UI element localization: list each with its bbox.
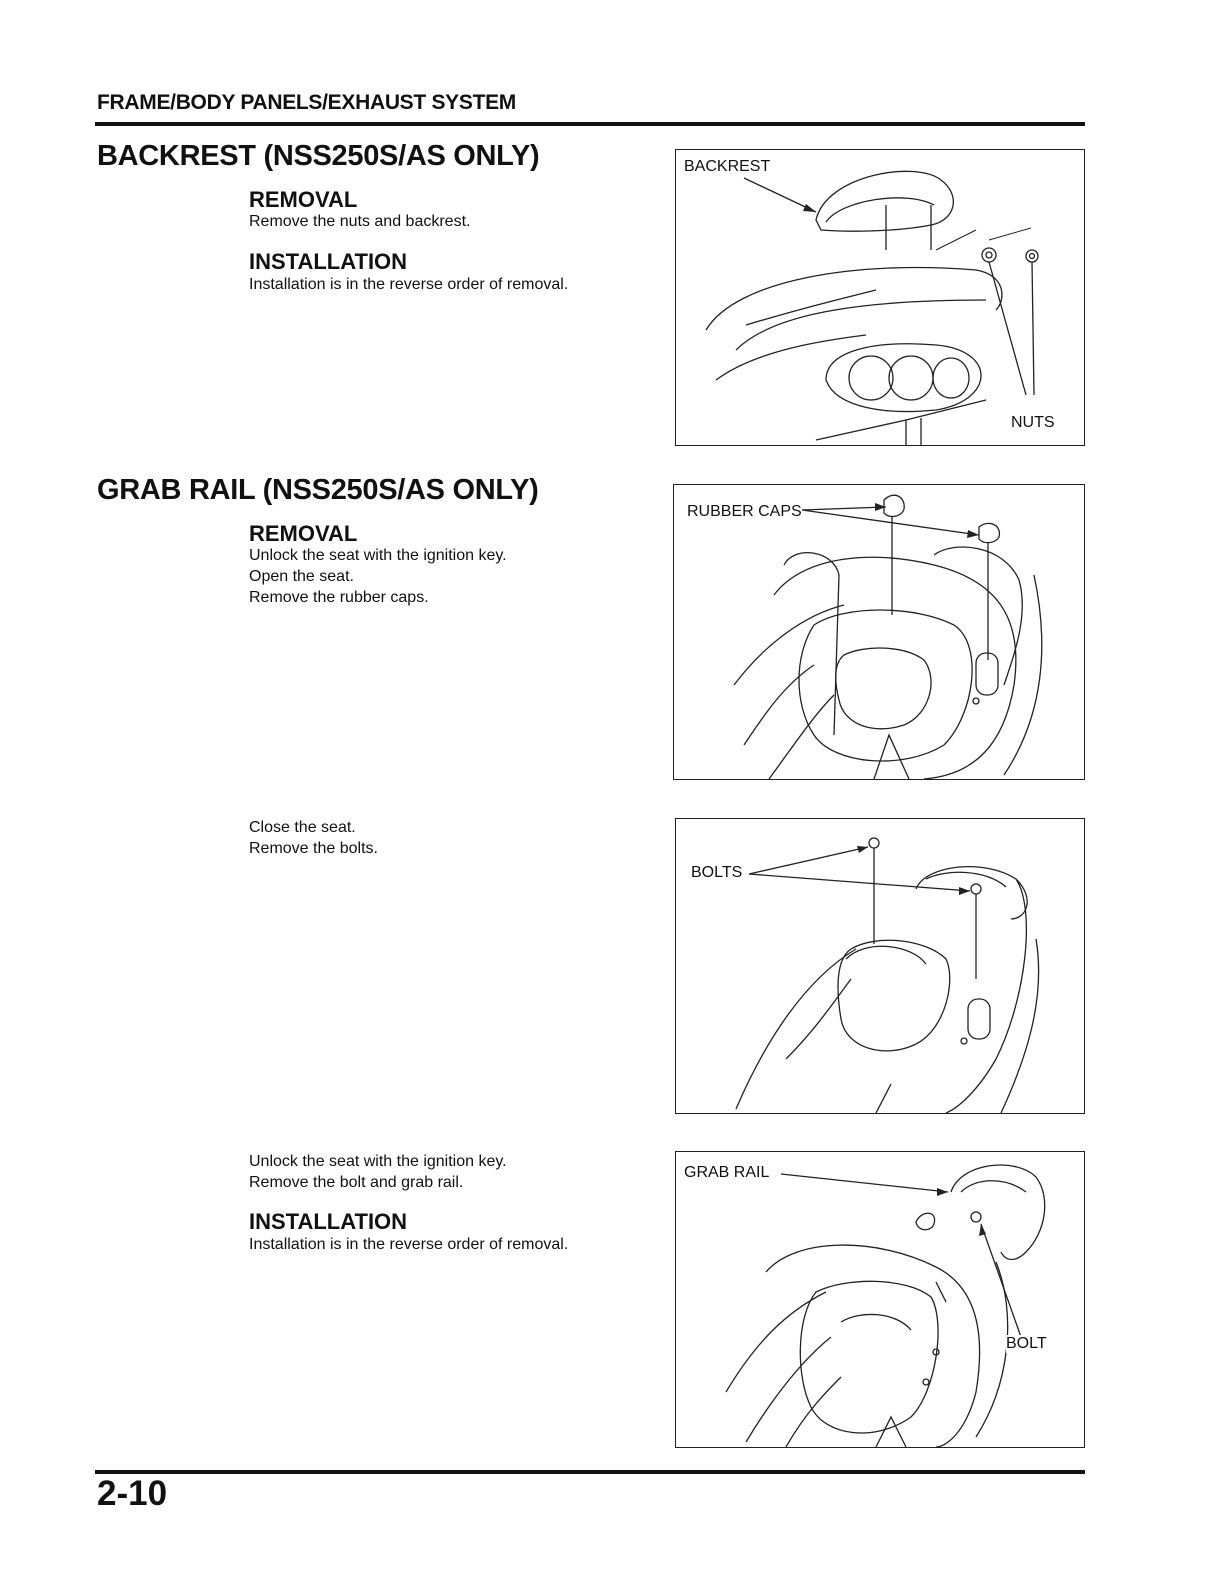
backrest-installation-heading: INSTALLATION [249, 249, 408, 274]
grab-rail-removal-step-3: Remove the rubber caps. [249, 589, 429, 606]
grab-rail-step-1: Unlock the seat with the ignition key. [249, 1153, 507, 1170]
label-nuts: NUTS [1011, 414, 1055, 432]
backrest-removal-heading: REMOVAL [249, 187, 358, 212]
bolts-step-2: Remove the bolts. [249, 840, 378, 857]
page-number: 2-10 [97, 1474, 168, 1513]
backrest-illustration [705, 170, 1039, 445]
grab-rail-removal-step-2: Open the seat. [249, 568, 354, 585]
figure-rubber-caps: RUBBER CAPS [673, 484, 1085, 780]
grab-rail-installation-step: Installation is in the reverse order of … [249, 1236, 569, 1253]
grab-rail-removal-step-1: Unlock the seat with the ignition key. [249, 547, 507, 564]
label-bolt: BOLT [1006, 1335, 1047, 1353]
section-title-grab-rail: GRAB RAIL (NSS250S/AS ONLY) [97, 474, 539, 506]
grab-rail-installation-heading: INSTALLATION [249, 1209, 408, 1234]
grab-rail-illustration [725, 1164, 1046, 1447]
bolts-illustration [735, 837, 1040, 1113]
label-bolts: BOLTS [691, 864, 743, 882]
label-rubber-caps: RUBBER CAPS [687, 503, 802, 521]
figure-backrest: BACKREST NUTS [675, 149, 1085, 446]
rubber-caps-illustration [733, 494, 1043, 779]
grab-rail-removal-heading: REMOVAL [249, 521, 358, 546]
bolts-step-1: Close the seat. [249, 819, 356, 836]
label-grab-rail: GRAB RAIL [684, 1164, 770, 1182]
grab-rail-step-2: Remove the bolt and grab rail. [249, 1174, 464, 1191]
figure-bolts: BOLTS [675, 818, 1085, 1114]
backrest-removal-step: Remove the nuts and backrest. [249, 213, 471, 230]
running-header: FRAME/BODY PANELS/EXHAUST SYSTEM [97, 91, 517, 114]
footer-rule [95, 1470, 1085, 1474]
section-title-backrest: BACKREST (NSS250S/AS ONLY) [97, 140, 540, 172]
backrest-installation-step: Installation is in the reverse order of … [249, 276, 569, 293]
header-rule [95, 122, 1085, 126]
label-backrest: BACKREST [684, 158, 771, 176]
figure-grab-rail: GRAB RAIL BOLT [675, 1151, 1085, 1448]
